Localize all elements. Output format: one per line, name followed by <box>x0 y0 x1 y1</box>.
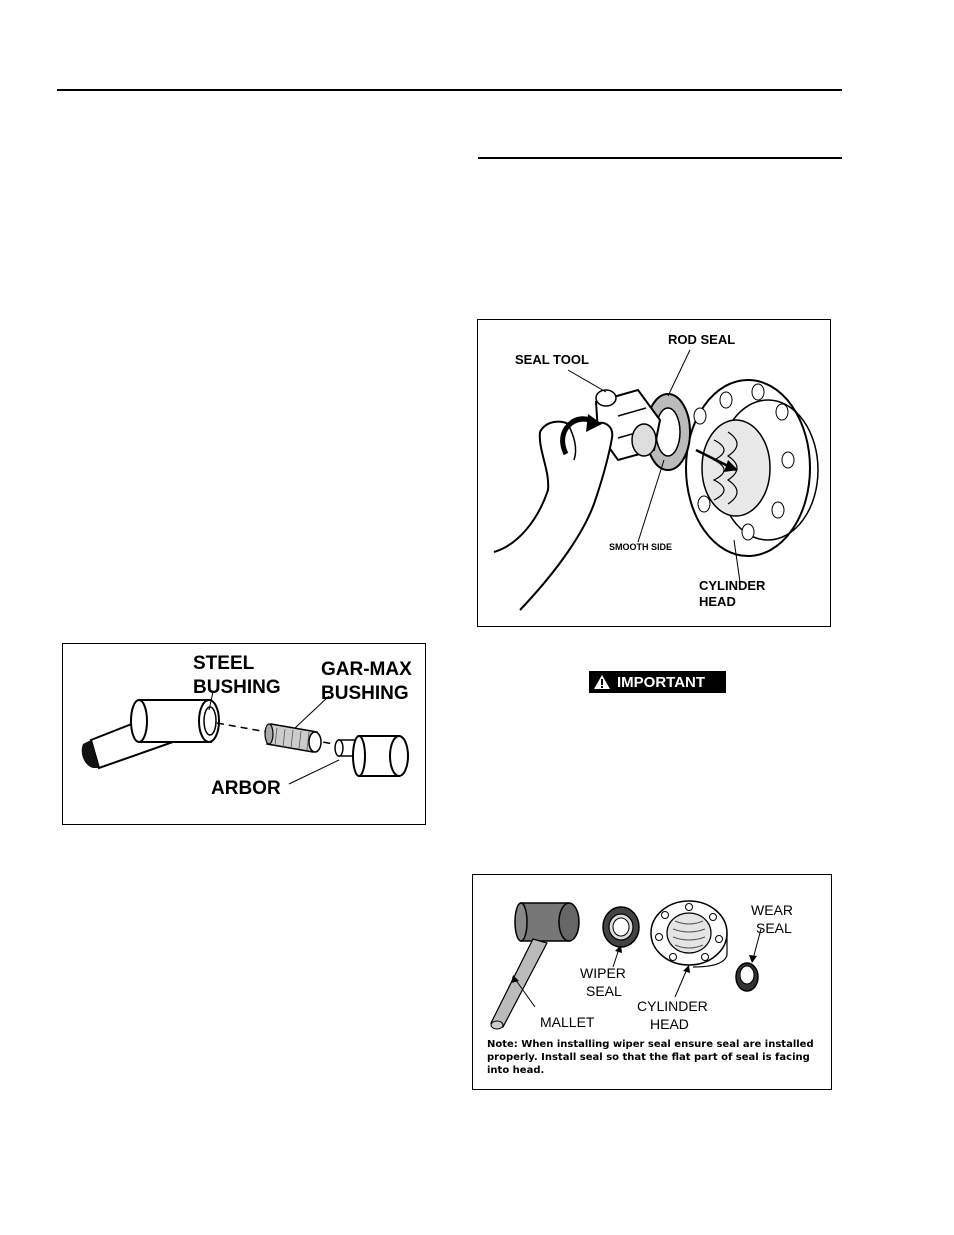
cylinder-head-label-line1: CYLINDER <box>637 998 708 1014</box>
garmax-bushing-label-line1: GAR-MAX <box>321 659 412 680</box>
important-badge: IMPORTANT <box>589 671 726 693</box>
section-rule <box>478 157 842 159</box>
seal-tool-label: SEAL TOOL <box>515 352 589 367</box>
cylinder-head-label-line1: CYLINDER <box>699 578 766 593</box>
wear-seal-label-line1: WEAR <box>751 902 793 918</box>
rod-seal-illustration <box>493 349 819 611</box>
wiper-seal-label-line2: SEAL <box>586 983 622 999</box>
cylinder-head-label-line2: HEAD <box>650 1016 689 1032</box>
steel-bushing-label-line2: BUSHING <box>193 677 281 698</box>
installation-note: Note: When installing wiper seal ensure … <box>487 1039 814 1076</box>
wiper-seal-figure: WEAR SEAL WIPER SEAL CYLINDER HEAD MALLE… <box>472 874 832 1090</box>
steel-bushing-label-line1: STEEL <box>193 653 255 674</box>
wiper-seal-label-line1: WIPER <box>580 965 626 981</box>
rod-seal-label: ROD SEAL <box>668 332 736 347</box>
wear-seal-label-line2: SEAL <box>756 920 792 936</box>
garmax-bushing-label-line2: BUSHING <box>321 683 409 704</box>
header-rule <box>57 89 842 91</box>
cylinder-head-label-line2: HEAD <box>699 594 736 609</box>
arbor-label: ARBOR <box>211 778 281 799</box>
warning-icon <box>594 675 610 689</box>
bushing-illustration <box>81 691 409 785</box>
wiper-seal-illustration <box>490 900 762 1030</box>
bushing-figure: STEEL BUSHING GAR-MAX BUSHING ARBOR <box>62 643 426 825</box>
mallet-label: MALLET <box>540 1014 595 1030</box>
important-label: IMPORTANT <box>617 673 706 691</box>
smooth-side-label: SMOOTH SIDE <box>609 542 673 552</box>
rod-seal-figure: ROD SEAL SEAL TOOL SMOOTH SIDE CYLINDER … <box>477 319 831 627</box>
